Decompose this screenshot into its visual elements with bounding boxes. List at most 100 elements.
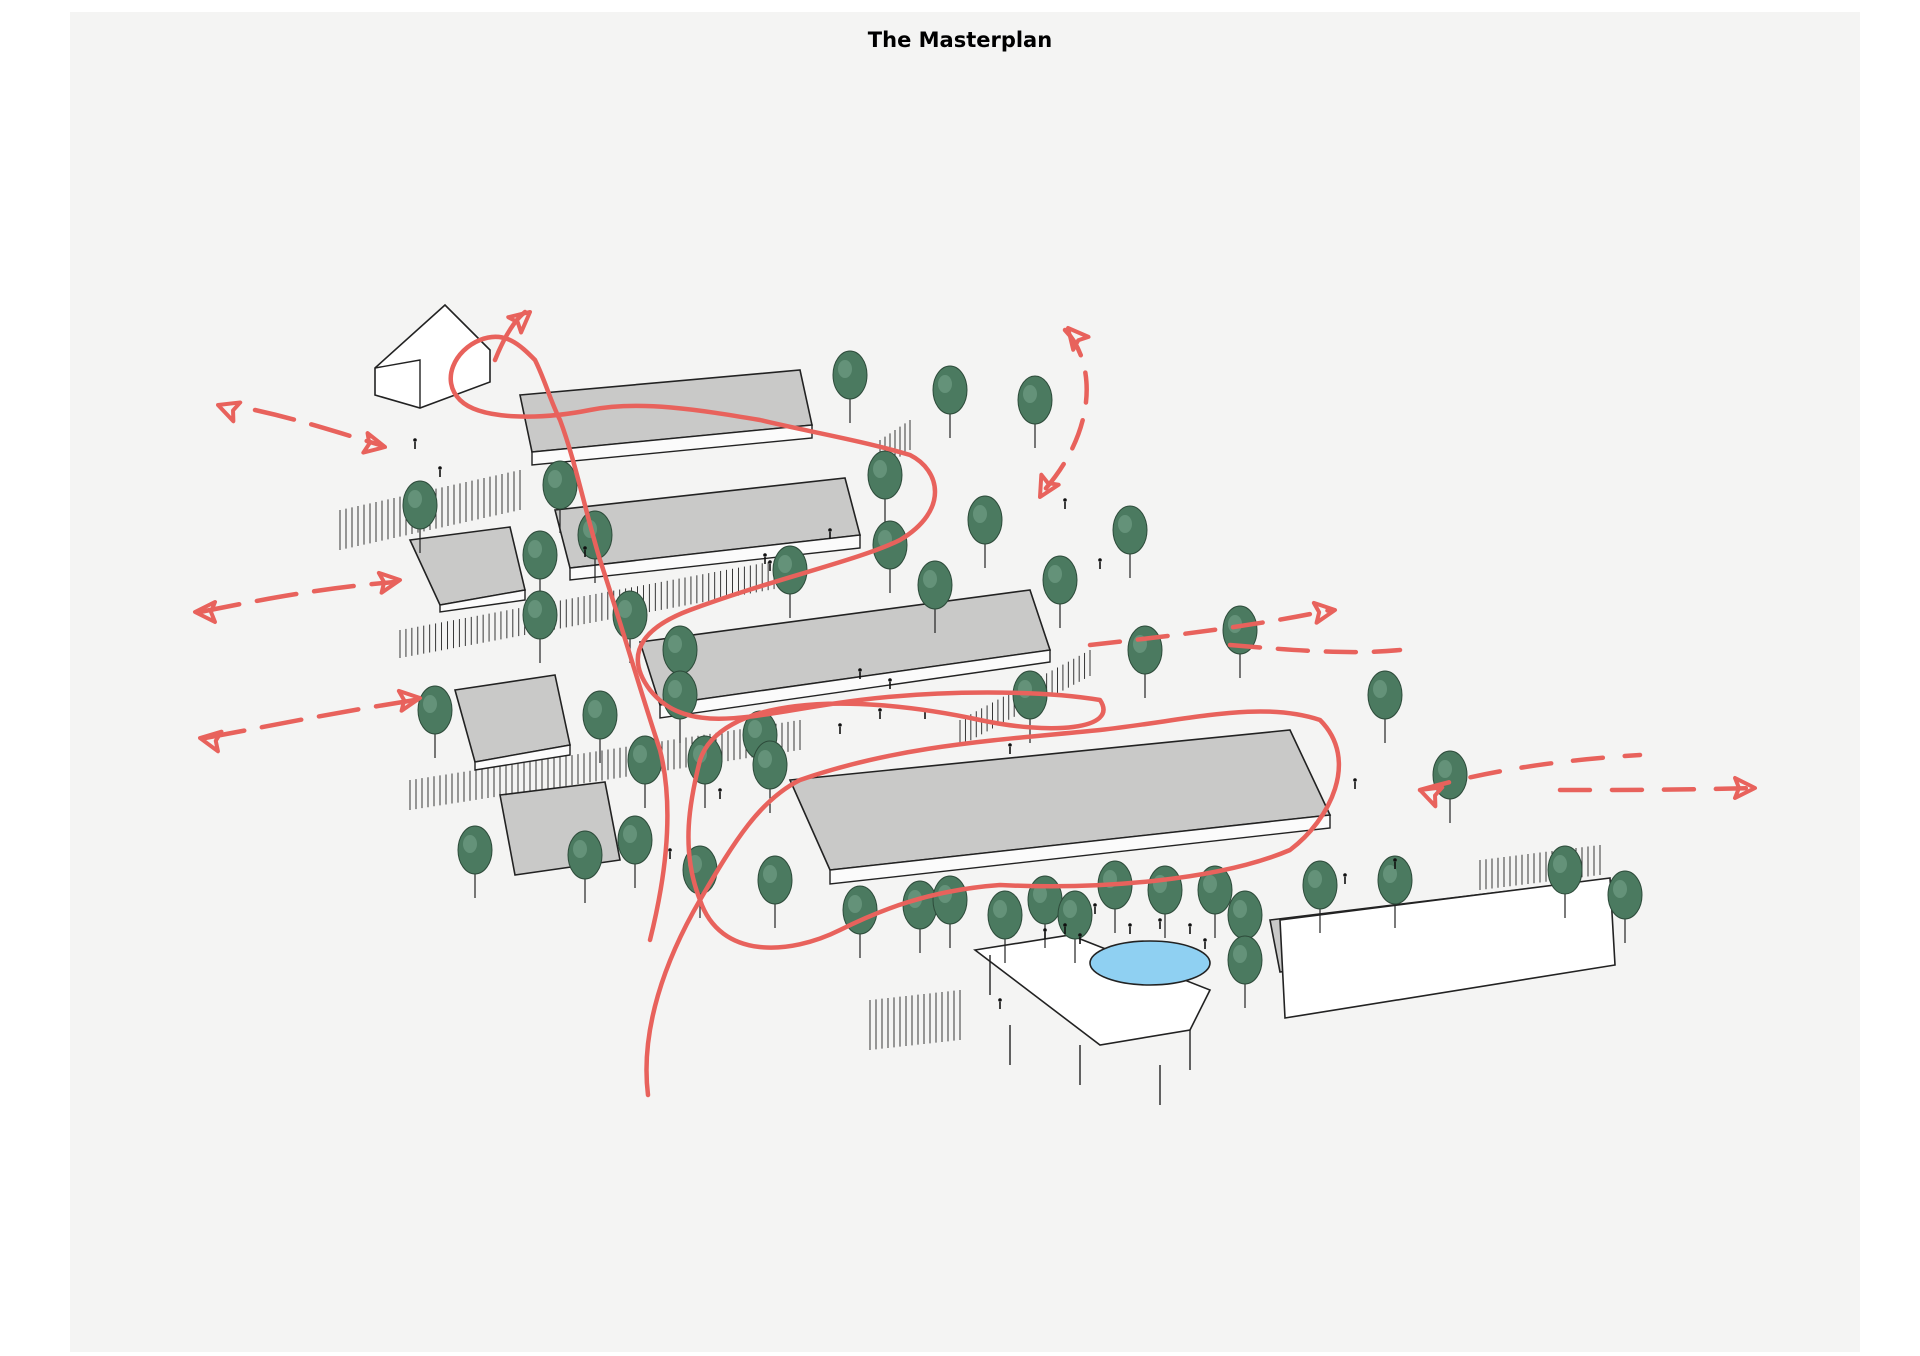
arrow-northeast-head-head — [1038, 472, 1061, 499]
tree-highlight — [1023, 385, 1037, 403]
route-east-4 — [1557, 785, 1758, 793]
gable-house-edge — [374, 359, 421, 408]
tree — [867, 450, 903, 523]
tree — [1057, 890, 1093, 963]
person — [413, 438, 417, 449]
person-head — [1203, 938, 1207, 942]
arrow-west-2-head — [376, 570, 402, 595]
person — [763, 553, 767, 564]
person — [1343, 873, 1347, 884]
person — [718, 788, 722, 799]
tree-highlight — [573, 840, 587, 858]
person — [838, 723, 842, 734]
tree — [917, 560, 953, 633]
person — [1203, 938, 1207, 949]
block-right — [1279, 877, 1616, 1019]
arrow-west-1-tail-head — [216, 400, 243, 424]
route-main — [448, 334, 1342, 1098]
tree-highlight — [1048, 565, 1062, 583]
arrow-west-1-tail — [216, 400, 243, 424]
tree-highlight — [1033, 885, 1047, 903]
person — [1008, 743, 1012, 754]
tree-highlight — [1613, 880, 1627, 898]
arrow-west-2-tail-head — [193, 600, 217, 624]
arrow-east-3-tail — [1418, 785, 1445, 809]
tree-highlight — [528, 600, 542, 618]
arrow-east-1-head-head — [1311, 600, 1337, 625]
tree-highlight — [758, 750, 772, 768]
pool-water — [1089, 940, 1211, 986]
person — [1063, 923, 1067, 934]
person-head — [828, 528, 832, 532]
person — [1353, 778, 1357, 789]
arrow-west-3-tail-head — [198, 729, 224, 754]
person-head — [1093, 903, 1097, 907]
tree — [542, 460, 578, 533]
tree — [1607, 870, 1643, 943]
wall-6 — [869, 990, 961, 1050]
pavilion-roof — [973, 934, 1212, 1046]
tree — [522, 530, 558, 603]
route-east-1 — [1087, 607, 1333, 648]
tree-highlight — [1553, 855, 1567, 873]
person-head — [1008, 743, 1012, 747]
person-head — [413, 438, 417, 442]
tree — [932, 365, 968, 438]
tree-highlight — [1203, 875, 1217, 893]
person — [1043, 928, 1047, 939]
buildings — [374, 303, 1616, 1105]
tree — [987, 890, 1023, 963]
tree — [582, 690, 618, 763]
tree-highlight — [1063, 900, 1077, 918]
tree-highlight — [1118, 515, 1132, 533]
person — [1093, 903, 1097, 914]
arrow-north-head — [506, 310, 532, 335]
person — [668, 848, 672, 859]
person — [878, 708, 882, 719]
tree — [1302, 860, 1338, 933]
building-4-wall — [829, 814, 1331, 885]
person-head — [998, 998, 1002, 1002]
arrow-east-3-tail-head — [1418, 785, 1445, 809]
tree-highlight — [778, 555, 792, 573]
tree — [1547, 845, 1583, 918]
tree — [902, 880, 938, 953]
tree-highlight — [548, 470, 562, 488]
building-3-wall — [659, 649, 1051, 719]
person-head — [1188, 923, 1192, 927]
tree — [967, 495, 1003, 568]
person — [1078, 933, 1082, 944]
tree — [1112, 505, 1148, 578]
house-2-wall — [474, 744, 571, 771]
tree — [617, 815, 653, 888]
tree-highlight — [633, 745, 647, 763]
tree — [1377, 855, 1413, 928]
arrow-west-1-head — [361, 431, 387, 455]
tree — [567, 830, 603, 903]
tree-highlight — [838, 360, 852, 378]
person — [1158, 918, 1162, 929]
person-head — [1063, 923, 1067, 927]
person-head — [768, 560, 772, 564]
person-head — [1128, 923, 1132, 927]
gable-house — [374, 303, 491, 409]
arrow-east-4-head-head — [1733, 776, 1757, 800]
tree-highlight — [1233, 945, 1247, 963]
tree — [832, 350, 868, 423]
tree-highlight — [848, 895, 862, 913]
person — [828, 528, 832, 539]
person-head — [1098, 558, 1102, 562]
tree-highlight — [1383, 865, 1397, 883]
tree-highlight — [923, 570, 937, 588]
arrow-west-1-head-head — [361, 431, 387, 455]
tree — [1222, 605, 1258, 678]
person-head — [1353, 778, 1357, 782]
person-head — [878, 708, 882, 712]
tree — [1227, 935, 1263, 1008]
person-head — [1078, 933, 1082, 937]
person-head — [1343, 873, 1347, 877]
tree — [402, 480, 438, 553]
route-west-3 — [202, 697, 418, 741]
tree-highlight — [618, 600, 632, 618]
tree-highlight — [1308, 870, 1322, 888]
